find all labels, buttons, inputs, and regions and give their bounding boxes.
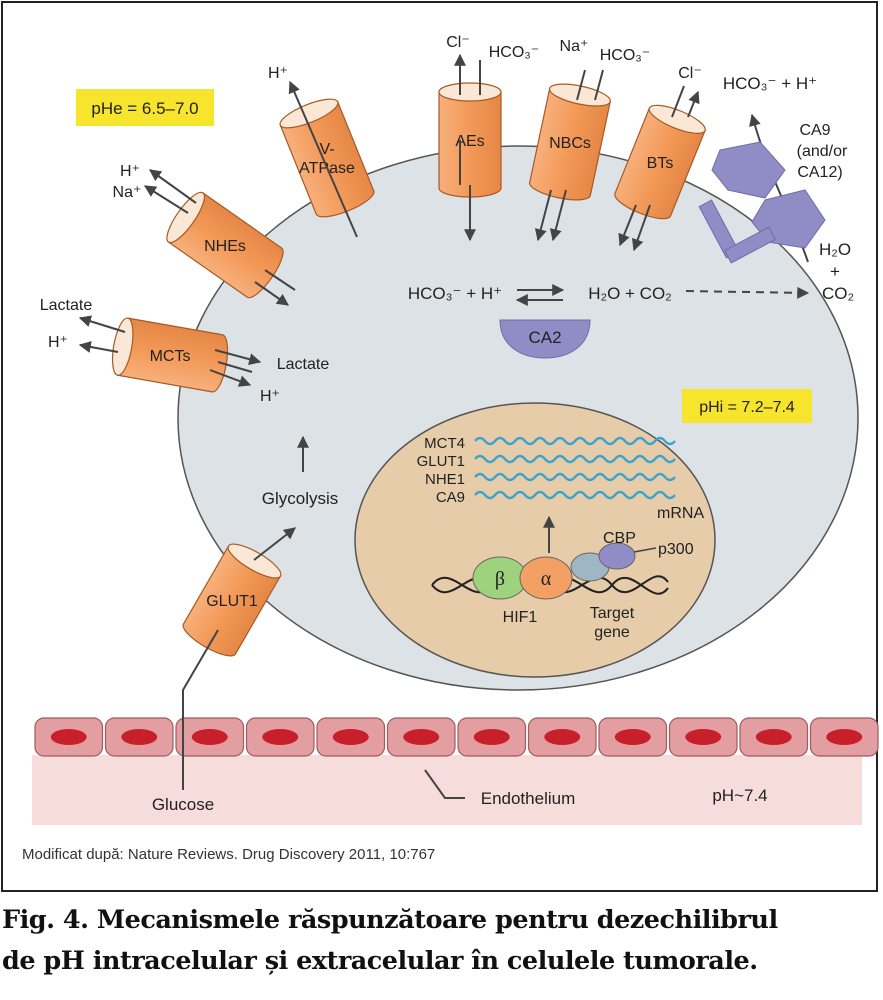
nucleus xyxy=(354,402,716,678)
glut1-transporter: GLUT1 xyxy=(182,543,282,657)
endothelium-base xyxy=(32,755,862,825)
nhes-label: NHEs xyxy=(204,238,246,255)
endothelial-nucleus xyxy=(50,729,87,745)
transport-arrows xyxy=(78,53,810,799)
gene-nhe1: NHE1 xyxy=(425,471,465,488)
ca9-label-2: (and/or xyxy=(797,143,848,160)
bts-cl-label: Cl⁻ xyxy=(678,65,702,82)
gene-glut1: GLUT1 xyxy=(417,453,465,470)
endothelial-nucleus xyxy=(755,729,792,745)
intracellular-h2o-co2-label: H₂O + CO₂ xyxy=(588,284,672,303)
aes-transporter: AEs xyxy=(438,82,502,198)
caption-line-1: Fig. 4. Mecanismele răspunzătoare pentru… xyxy=(2,905,778,935)
gene-mct4: MCT4 xyxy=(424,435,465,452)
aes-hco3-label: HCO₃⁻ xyxy=(489,44,540,61)
phe-label: pHe = 6.5–7.0 xyxy=(91,99,198,118)
glucose-label: Glucose xyxy=(152,795,214,814)
extracellular-lactate-label: Lactate xyxy=(40,297,93,314)
mrna-strand xyxy=(474,490,676,500)
gene-ca9: CA9 xyxy=(436,489,465,506)
figure-source: Modificat după: Nature Reviews. Drug Dis… xyxy=(22,846,436,863)
endothelial-nucleus xyxy=(685,729,722,745)
vatpase-h-label: H⁺ xyxy=(268,65,288,82)
mrna-label: mRNA xyxy=(657,505,704,522)
cbp-label: CBP xyxy=(603,530,636,547)
mcts-label: MCTs xyxy=(150,348,191,365)
endothelial-nucleus xyxy=(191,729,228,745)
aes-cl-label: Cl⁻ xyxy=(446,34,470,51)
ca9-label-3: CA12) xyxy=(797,164,842,181)
mcts-transporter: MCTs xyxy=(111,317,229,393)
endothelial-nucleus xyxy=(473,729,510,745)
diagram: β α MCT4 GLUT1 NHE1 CA9 mRNA CBP p300 HI… xyxy=(32,34,879,825)
endothelial-nucleus xyxy=(826,729,863,745)
phe-box xyxy=(76,89,214,126)
ca2-label: CA2 xyxy=(528,328,561,347)
extracellular-co2-label: CO₂ xyxy=(822,284,854,303)
nbcs-transporter: NBCs xyxy=(529,83,612,201)
intracellular-h-label: H⁺ xyxy=(260,388,280,405)
endothelial-nucleus xyxy=(403,729,440,745)
mrna-strand xyxy=(474,436,676,446)
nhes-na-label: Na⁺ xyxy=(113,184,142,201)
nhes-transporter: NHEs xyxy=(166,191,284,299)
figure-caption: Fig. 4. Mecanismele răspunzătoare pentru… xyxy=(2,900,882,982)
alpha-label: α xyxy=(541,568,552,590)
intracellular-lactate-label: Lactate xyxy=(277,356,330,373)
hif1-label: HIF1 xyxy=(503,609,538,626)
endothelial-nucleus xyxy=(332,729,369,745)
v-atpase-transporter: V-ATPase xyxy=(279,98,375,218)
endothelial-nucleus xyxy=(544,729,581,745)
endothelium-label: Endothelium xyxy=(481,789,576,808)
phi-box xyxy=(682,389,812,423)
v-atpase-label: V- xyxy=(319,141,334,158)
intracellular-hco3-h-label: HCO₃⁻ + H⁺ xyxy=(408,284,502,303)
beta-label: β xyxy=(495,568,505,590)
glut1-label: GLUT1 xyxy=(206,593,258,610)
extracellular-h-label: H⁺ xyxy=(48,334,68,351)
mrna-strand xyxy=(474,472,676,482)
endothelial-nucleus xyxy=(614,729,651,745)
bts-label: BTs xyxy=(647,155,674,172)
extracellular-h2o-label: H₂O xyxy=(819,240,851,259)
p300-pointer xyxy=(633,547,657,553)
endothelial-nucleus xyxy=(121,729,158,745)
extracellular-hco3-h-label: HCO₃⁻ + H⁺ xyxy=(723,74,817,93)
ca2-enzyme xyxy=(499,319,591,359)
ca9-enzyme xyxy=(698,141,826,264)
mrna-strand xyxy=(474,454,676,464)
p300-protein xyxy=(598,542,636,570)
p300-label: p300 xyxy=(658,541,694,558)
glycolysis-label: Glycolysis xyxy=(262,489,339,508)
aes-label: AEs xyxy=(455,133,484,150)
ca9-label-1: CA9 xyxy=(799,122,830,139)
endothelial-nucleus xyxy=(262,729,299,745)
caption-line-2: de pH intracelular și extracelular în ce… xyxy=(2,946,758,976)
target-gene-label-2: gene xyxy=(594,624,630,641)
nbcs-na-label: Na⁺ xyxy=(560,38,589,55)
nbcs-hco3-label: HCO₃⁻ xyxy=(600,47,651,64)
nbcs-label: NBCs xyxy=(549,135,591,152)
extracellular-plus-label: + xyxy=(830,262,840,281)
mrna-strands xyxy=(474,436,676,500)
blood-ph-label: pH~7.4 xyxy=(712,786,767,805)
hif1-alpha xyxy=(519,556,573,600)
endothelium-layer xyxy=(32,717,879,825)
bts-transporter: BTs xyxy=(614,104,706,220)
nhes-h-label: H⁺ xyxy=(120,163,140,180)
target-gene-label-1: Target xyxy=(590,605,635,622)
phi-label: pHi = 7.2–7.4 xyxy=(699,399,795,416)
